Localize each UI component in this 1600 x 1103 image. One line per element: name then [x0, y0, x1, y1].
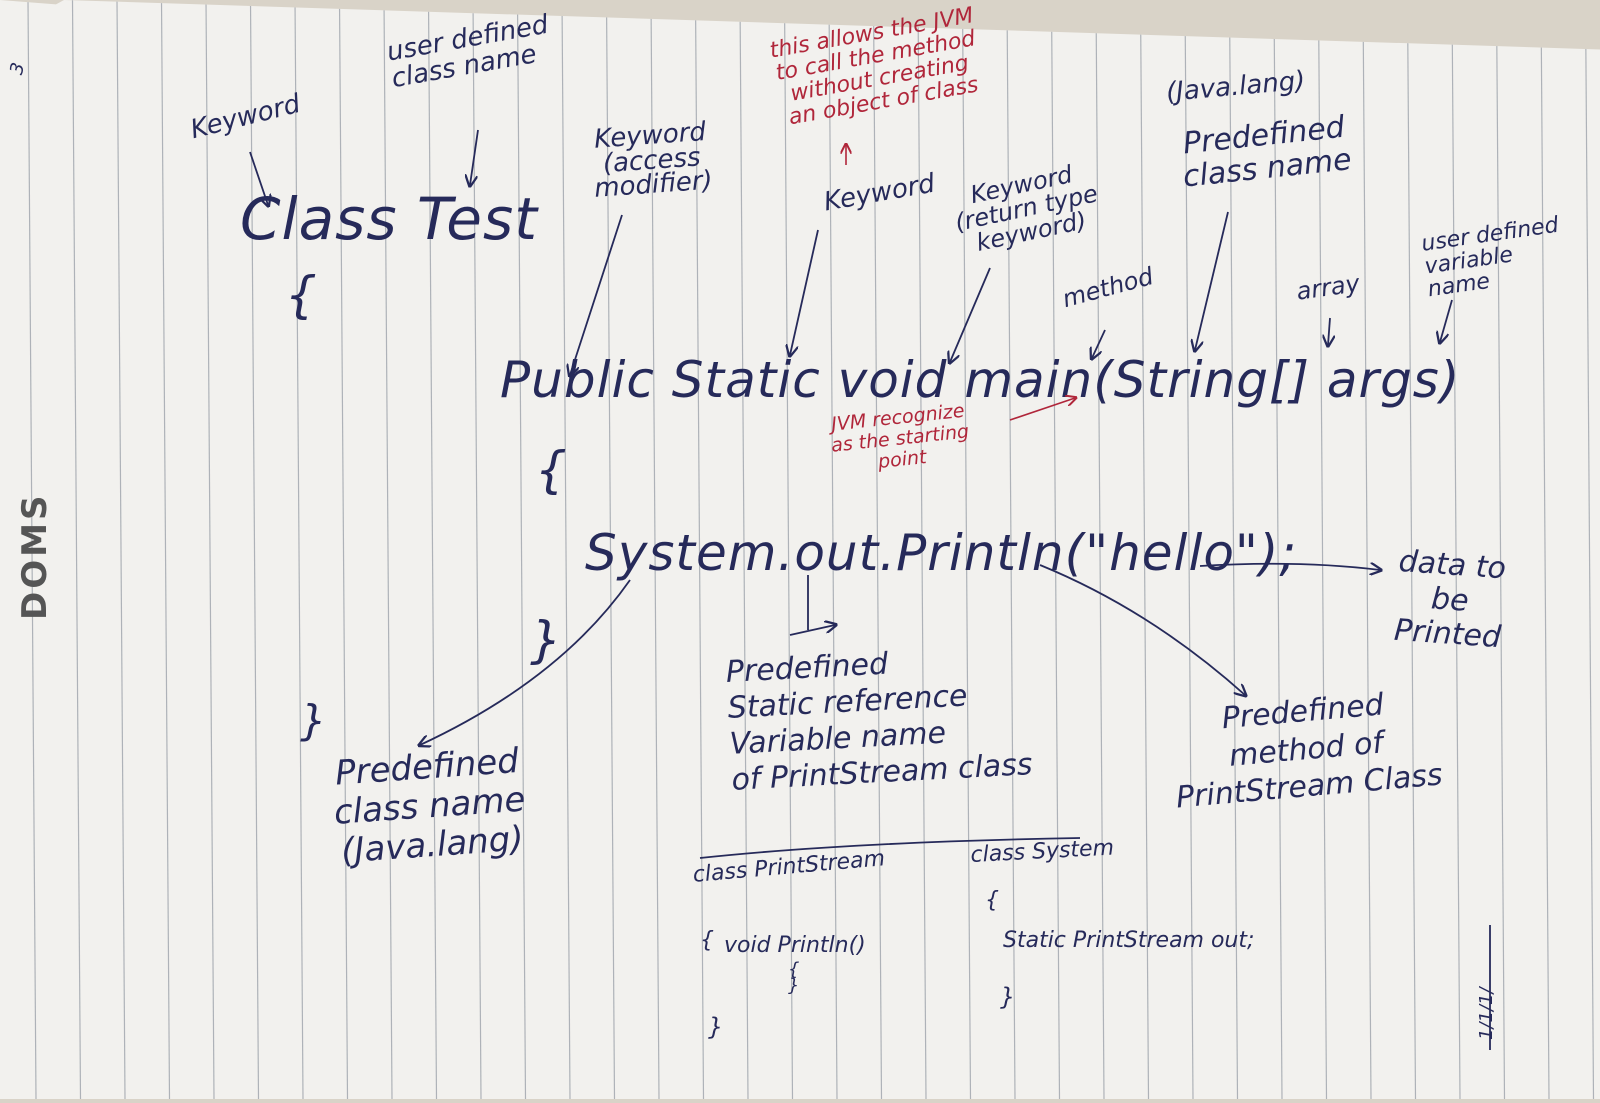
annotation-predefined-method: Predefined method of PrintStream Class — [1174, 687, 1444, 816]
rule-line — [1406, 0, 1417, 1099]
rule-line — [1584, 0, 1595, 1099]
rule-line — [516, 0, 527, 1099]
rule-line — [1362, 0, 1372, 1099]
rule-line — [739, 0, 749, 1099]
rule-line — [917, 0, 927, 1099]
class-brace-open: { — [285, 266, 318, 324]
annotation-access-modifier: Keyword (access modifier) — [593, 116, 714, 205]
rule-line — [427, 0, 438, 1099]
system-brace-open: { — [985, 888, 999, 913]
rule-line — [338, 0, 349, 1099]
rule-line — [1095, 0, 1105, 1099]
rule-line — [116, 0, 126, 1099]
rule-line — [872, 0, 883, 1099]
rule-line — [1050, 0, 1061, 1099]
rule-line — [1184, 0, 1194, 1099]
rule-line — [249, 0, 260, 1099]
page-number: 1/1/1/ — [1476, 987, 1497, 1040]
rule-line — [294, 0, 304, 1099]
margin-stamp: DOMS — [15, 492, 55, 620]
rule-line — [205, 0, 215, 1099]
rule-line — [1006, 0, 1016, 1099]
rule-line — [650, 0, 660, 1099]
annotation-static-reference: Predefined Static reference Variable nam… — [725, 646, 1034, 798]
printstream-brace-open: { — [700, 928, 714, 953]
system-brace-close: } — [1000, 983, 1016, 1011]
rule-line — [27, 0, 37, 1099]
rule-line — [605, 0, 616, 1099]
rule-line — [383, 0, 393, 1099]
rule-line — [1228, 0, 1239, 1099]
main-method-signature: Public Static void main(String[] args) — [500, 351, 1461, 409]
println-method-decl: void Println() — [724, 933, 866, 958]
printstream-brace-close: } — [708, 1013, 724, 1041]
annotation-predefined-class-bottom: Predefined class name (Java.lang) — [332, 740, 527, 872]
rule-line — [1273, 0, 1283, 1099]
print-statement: System.out.Println("hello"); — [585, 524, 1298, 582]
rule-line — [1139, 0, 1150, 1099]
rule-line — [694, 0, 705, 1099]
rule-line — [1540, 0, 1550, 1099]
rule-line — [783, 0, 794, 1099]
class-declaration: Class Test — [240, 185, 538, 253]
rule-line — [1451, 0, 1461, 1099]
rule-line — [71, 0, 82, 1099]
main-brace-close: } — [530, 611, 563, 669]
main-brace-open: { — [535, 441, 568, 499]
class-brace-close: } — [300, 696, 328, 745]
static-out-field: Static PrintStream out; — [1003, 928, 1255, 953]
rule-line — [1495, 0, 1506, 1099]
rule-line — [961, 0, 972, 1099]
annotation-data-printed: data to be Printed — [1392, 544, 1508, 656]
rule-line — [472, 0, 482, 1099]
rule-line — [160, 0, 171, 1099]
rule-line — [828, 0, 838, 1099]
rule-line — [1317, 0, 1328, 1099]
println-method-braces: { } — [788, 959, 800, 997]
rule-line — [561, 0, 571, 1099]
